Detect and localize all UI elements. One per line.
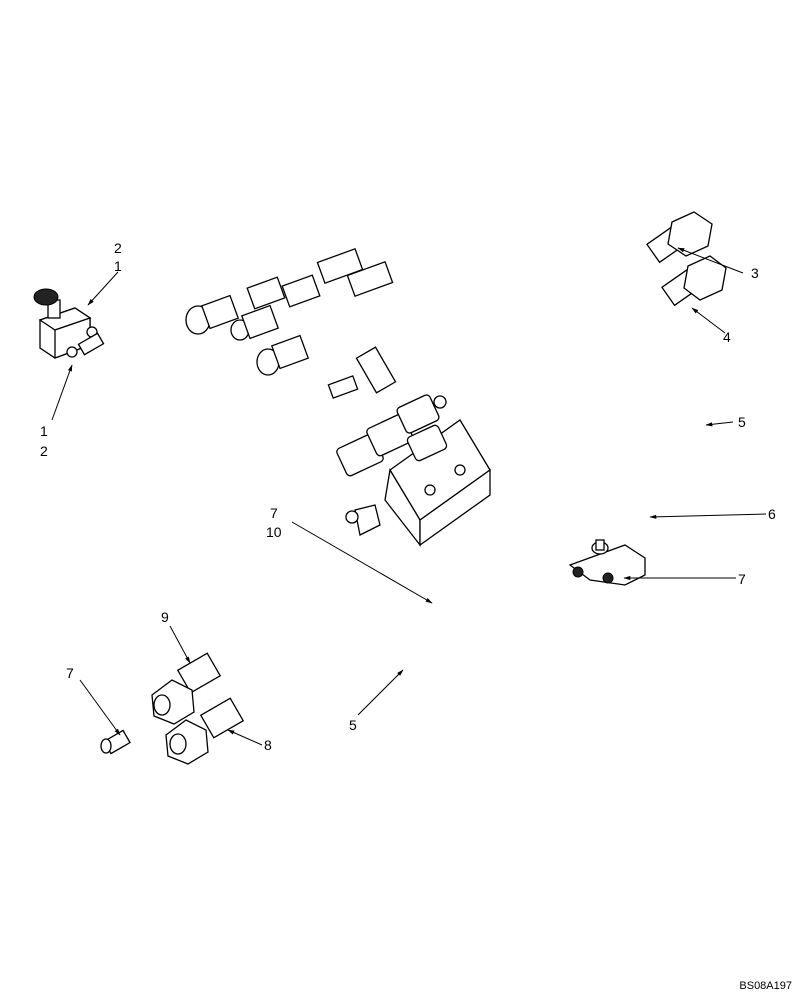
valve-block xyxy=(327,346,491,547)
callout-1-left: 1 xyxy=(40,423,48,439)
pilot-valve-left xyxy=(33,288,105,359)
callout-6: 6 xyxy=(768,506,776,522)
callout-5-bottom: 5 xyxy=(349,717,357,733)
callout-2-top: 2 xyxy=(114,240,122,256)
callout-1-top: 1 xyxy=(114,258,122,274)
callout-2-left: 2 xyxy=(40,443,48,459)
fittings-cluster xyxy=(185,247,394,376)
callout-7-left: 7 xyxy=(66,665,74,681)
callout-7-mid: 7 xyxy=(270,505,278,521)
callout-7-right: 7 xyxy=(738,571,746,587)
leader-lines xyxy=(51,247,767,746)
callout-5-right: 5 xyxy=(738,414,746,430)
connector-4 xyxy=(661,255,727,307)
callout-8: 8 xyxy=(264,737,272,753)
connector-3 xyxy=(646,211,713,264)
callout-4: 4 xyxy=(723,329,731,345)
callout-3: 3 xyxy=(751,265,759,281)
manifold-right xyxy=(568,539,646,586)
callout-10-mid: 10 xyxy=(266,524,282,540)
hose-group xyxy=(88,234,718,740)
callout-9: 9 xyxy=(161,609,169,625)
bottom-fittings xyxy=(100,652,245,765)
figure-code: BS08A197 xyxy=(739,980,792,992)
